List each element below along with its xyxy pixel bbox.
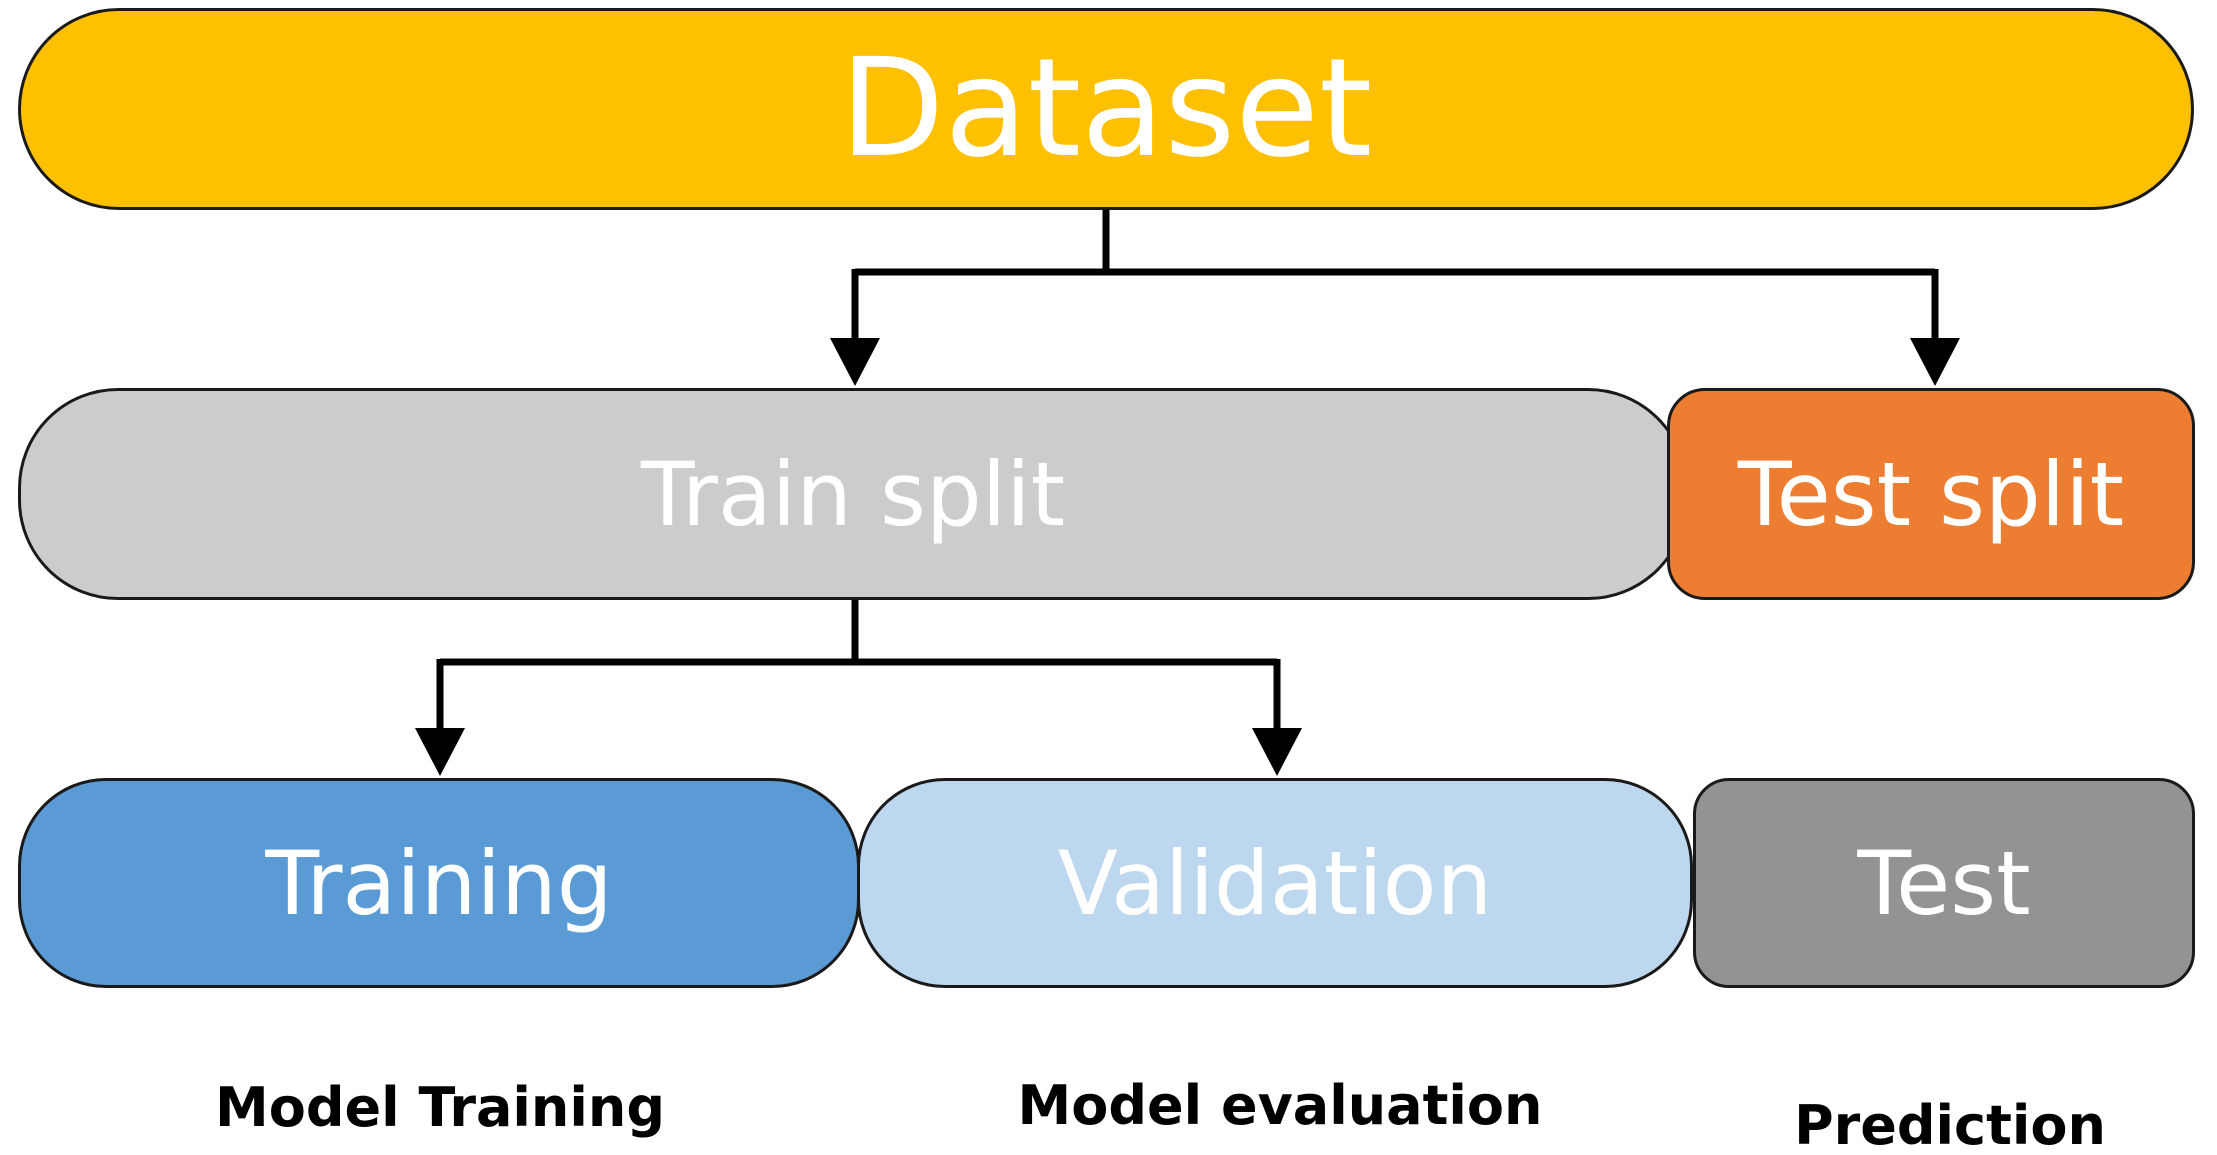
test-split-label: Test split	[1737, 442, 2125, 546]
arrowhead-training	[415, 728, 465, 776]
caption-model-evaluation: Model evaluation	[1017, 1074, 1543, 1137]
caption-prediction: Prediction	[1794, 1094, 2106, 1155]
caption-model-training: Model Training	[215, 1076, 665, 1139]
dataset-box: Dataset	[18, 8, 2194, 210]
test-box: Test	[1693, 778, 2195, 988]
validation-box: Validation	[857, 778, 1693, 988]
test-split-box: Test split	[1667, 388, 2195, 600]
train-split-label: Train split	[640, 442, 1066, 546]
train-split-box: Train split	[18, 388, 1688, 600]
dataset-label: Dataset	[839, 30, 1373, 188]
arrowhead-validation	[1252, 728, 1302, 776]
validation-label: Validation	[1057, 831, 1493, 935]
arrowhead-test-split	[1910, 338, 1960, 386]
training-label: Training	[265, 831, 613, 935]
training-box: Training	[18, 778, 860, 988]
arrowhead-train-split	[830, 338, 880, 386]
test-label: Test	[1857, 831, 2031, 935]
